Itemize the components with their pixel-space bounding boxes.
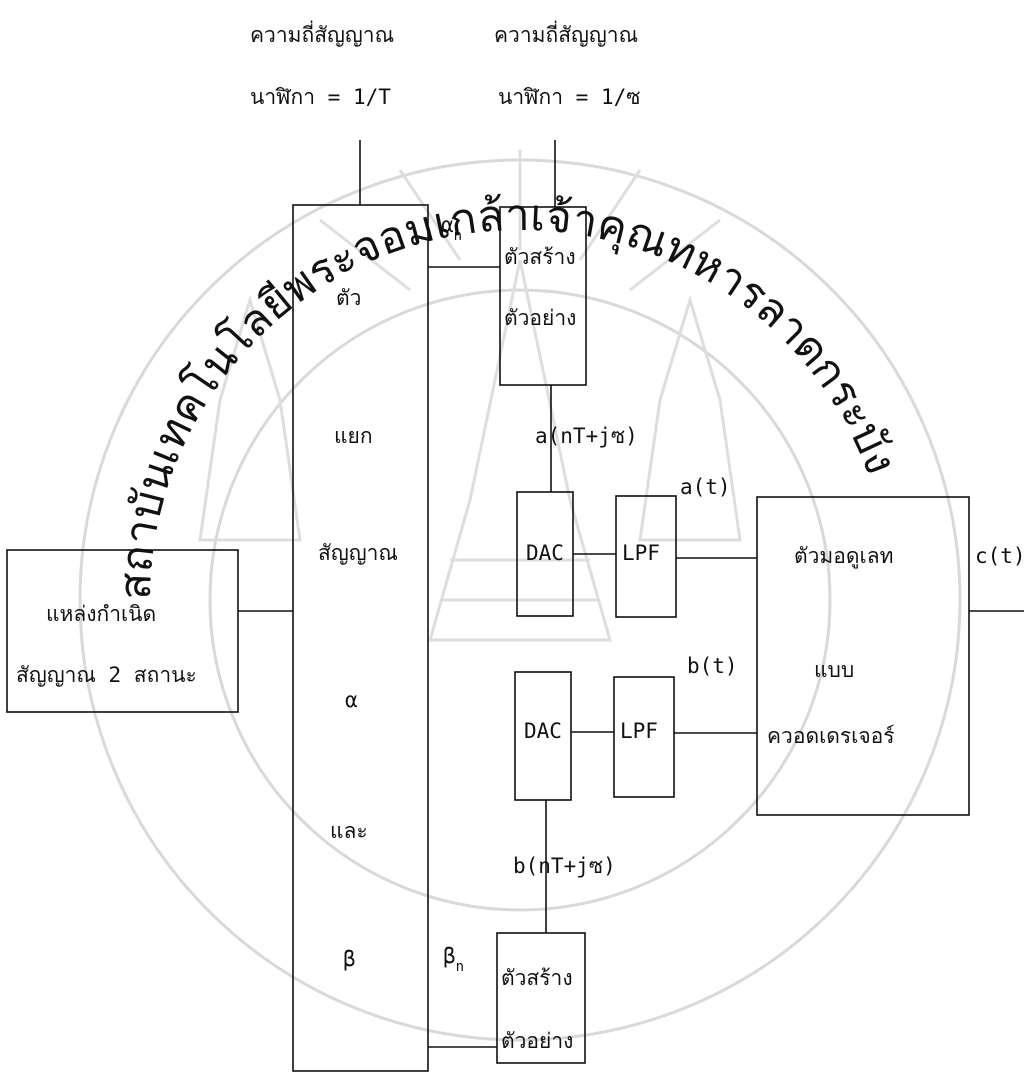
sample-generator-top-label-line2: ตัวอย่าง (504, 306, 576, 330)
watermark-right-tower-icon (640, 300, 740, 540)
sample-generator-bottom-label-line2: ตัวอย่าง (501, 1029, 573, 1053)
sample-clock-label-line2: นาฬิกา = 1/ซ (498, 85, 640, 109)
splitter-label-line5: และ (330, 819, 368, 843)
source-block-label-line1: แหล่งกำเนิด (46, 602, 156, 626)
sample-generator-bottom-label-line1: ตัวสร้าง (501, 966, 573, 990)
source-block-label-line2: สัญญาณ 2 สถานะ (16, 663, 197, 687)
lpf-bottom-label: LPF (620, 719, 658, 743)
symbol-clock-label-line1: ความถี่สัญญาณ (250, 20, 394, 47)
dac-top-label: DAC (526, 541, 564, 565)
sample-generator-top-label-line1: ตัวสร้าง (504, 245, 576, 269)
b-samples-label: b(nT+jซ) (513, 854, 616, 878)
dac-bottom-label: DAC (524, 719, 562, 743)
splitter-label-line4: α (345, 688, 358, 712)
beta-n-label: βn (443, 944, 464, 975)
lpf-top-label: LPF (622, 541, 660, 565)
sample-clock-label-line1: ความถี่สัญญาณ (494, 20, 638, 47)
modulator-label-line2: แบบ (814, 658, 854, 682)
splitter-label-line6: β (343, 947, 356, 971)
modulator-label-line3: ควอดเดรเจอร์ (767, 724, 895, 748)
c-t-label: c(t) (975, 544, 1026, 568)
b-t-label: b(t) (687, 654, 738, 678)
a-samples-label: a(nT+jซ) (535, 424, 638, 448)
splitter-label-line3: สัญญาณ (318, 541, 398, 565)
a-t-label: a(t) (680, 475, 731, 499)
symbol-clock-label-line2: นาฬิกา = 1/T (250, 85, 391, 109)
modulator-label-line1: ตัวมอดูเลท (794, 544, 893, 569)
splitter-label-line2: แยก (334, 424, 373, 448)
watermark-seal: สถาบันเทคโนโลยีพระจอมเกล้าเจ้าคุณทหารลาด… (80, 150, 960, 1040)
splitter-label-line1: ตัว (336, 286, 361, 310)
